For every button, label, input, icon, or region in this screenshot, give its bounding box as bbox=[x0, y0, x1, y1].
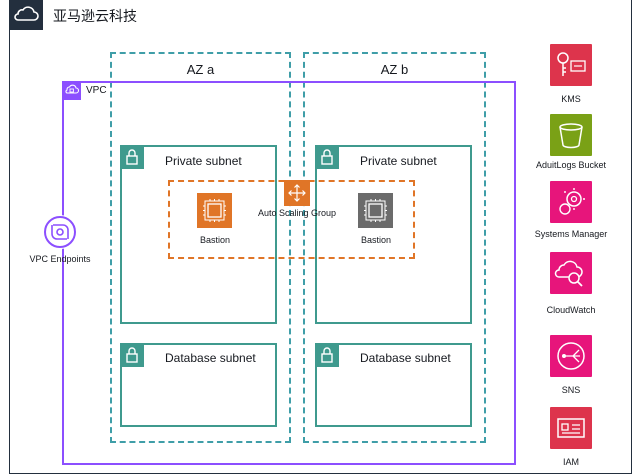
auto-scaling-icon bbox=[288, 184, 306, 202]
gears-icon bbox=[559, 188, 585, 215]
key-icon bbox=[557, 52, 586, 76]
sns-box bbox=[550, 335, 592, 377]
database-subnet-b-badge bbox=[315, 343, 339, 367]
sns-label: SNS bbox=[561, 385, 581, 395]
asg-badge bbox=[284, 180, 310, 206]
asg-label: Auto Scaling Group bbox=[257, 208, 337, 218]
private-subnet-b bbox=[315, 145, 472, 324]
az-a-zone bbox=[110, 52, 291, 443]
vpc-boundary bbox=[62, 81, 516, 465]
ec2-instance-icon bbox=[364, 199, 387, 222]
vpc-label: VPC bbox=[86, 85, 107, 96]
bastion-a-label: Bastion bbox=[199, 235, 231, 245]
vpc-endpoints-icon bbox=[44, 216, 76, 248]
cloud-title: 亚马逊云科技 bbox=[53, 8, 137, 24]
audit-logs-bucket-label: AduitLogs Bucket bbox=[535, 160, 607, 170]
bastion-a-box bbox=[197, 193, 232, 228]
lock-icon bbox=[126, 347, 138, 363]
private-subnet-a-badge bbox=[120, 145, 144, 169]
private-subnet-b-badge bbox=[315, 145, 339, 169]
ec2-instance-icon bbox=[203, 199, 226, 222]
systems-manager-box bbox=[550, 181, 592, 223]
vpc-endpoints-icon-wrap bbox=[43, 215, 77, 249]
aws-cloud-badge bbox=[9, 0, 43, 30]
vpc-badge bbox=[62, 81, 81, 100]
vpc-endpoints-label: VPC Endpoints bbox=[29, 254, 91, 264]
iam-label: IAM bbox=[562, 457, 579, 467]
kms-box bbox=[550, 44, 592, 86]
lock-icon bbox=[126, 149, 138, 165]
az-b-label: AZ b bbox=[380, 62, 409, 77]
lock-icon bbox=[321, 347, 333, 363]
cloudwatch-label: CloudWatch bbox=[546, 305, 596, 315]
iam-box bbox=[550, 407, 592, 449]
cloud-magnifier-icon bbox=[554, 260, 583, 287]
audit-logs-bucket-box bbox=[550, 114, 592, 156]
cloud-icon bbox=[14, 6, 39, 21]
database-subnet-a-label: Database subnet bbox=[165, 351, 256, 365]
bucket-icon bbox=[559, 123, 583, 149]
cloudwatch-box bbox=[550, 252, 592, 294]
database-subnet-b-label: Database subnet bbox=[360, 351, 451, 365]
vpc-icon bbox=[65, 84, 80, 94]
bastion-b-label: Bastion bbox=[360, 235, 392, 245]
database-subnet-a-badge bbox=[120, 343, 144, 367]
kms-label: KMS bbox=[561, 94, 581, 104]
sns-icon bbox=[557, 342, 585, 370]
database-subnet-a bbox=[120, 343, 277, 427]
private-subnet-a bbox=[120, 145, 277, 324]
systems-manager-label: Systems Manager bbox=[534, 229, 608, 239]
bastion-b-box bbox=[358, 193, 393, 228]
private-subnet-a-label: Private subnet bbox=[165, 154, 242, 168]
database-subnet-b bbox=[315, 343, 472, 427]
id-card-icon bbox=[557, 418, 585, 438]
az-b-zone bbox=[303, 52, 486, 443]
az-a-label: AZ a bbox=[186, 62, 215, 77]
lock-icon bbox=[321, 149, 333, 165]
private-subnet-b-label: Private subnet bbox=[360, 154, 437, 168]
